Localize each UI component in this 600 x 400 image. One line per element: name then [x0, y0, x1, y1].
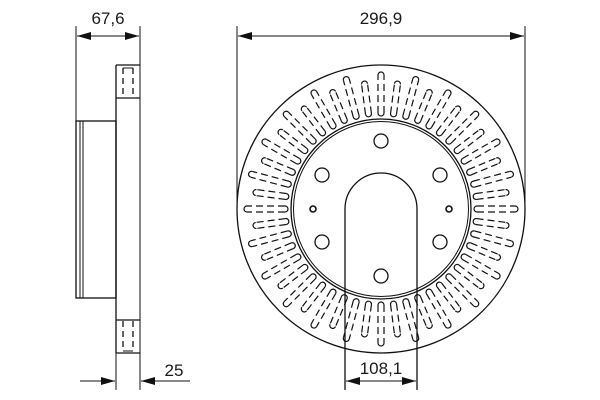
vent-slot	[329, 89, 348, 124]
vent-slot	[460, 253, 501, 280]
vent-slot	[470, 170, 515, 188]
hat-section	[75, 120, 117, 299]
locating-hole	[445, 205, 453, 213]
vent-slot	[261, 242, 296, 261]
vent-slot	[247, 170, 292, 188]
front-view: 296,9 108,1	[236, 9, 526, 390]
bore-dimension-label: 108,1	[360, 359, 403, 378]
height-dimension-label: 67,6	[91, 9, 124, 28]
vent-slot	[277, 128, 309, 155]
vent-slot	[310, 89, 337, 130]
vent-slot	[389, 300, 402, 338]
bolt-hole	[314, 234, 330, 250]
vent-slot	[243, 205, 289, 213]
side-view: 67,6 25	[75, 9, 190, 390]
vent-slot	[310, 288, 337, 329]
vent-slot	[300, 281, 327, 313]
locating-hole	[309, 205, 317, 213]
vent-slots	[243, 71, 519, 347]
vent-slot	[466, 242, 501, 261]
hat-inner-circle	[293, 121, 469, 297]
vent-slot	[445, 110, 480, 145]
vent-slot	[435, 281, 462, 313]
vent-slot	[453, 128, 485, 155]
vent-slot	[277, 263, 309, 290]
vent-slot	[402, 75, 420, 120]
vent-slot	[466, 157, 501, 176]
vent-slot	[377, 71, 385, 117]
vent-slot	[300, 105, 327, 137]
vent-slot	[252, 188, 290, 201]
vent-slot	[261, 157, 296, 176]
diameter-dimension-label: 296,9	[360, 9, 403, 28]
vent-slot	[282, 110, 317, 145]
vent-slot	[414, 89, 433, 124]
vent-slot	[472, 188, 510, 201]
vent-slot	[473, 205, 519, 213]
vent-slot	[460, 138, 501, 165]
bolt-hole	[373, 268, 389, 284]
bolt-hole	[432, 167, 448, 183]
vent-slot	[261, 138, 302, 165]
bolt-hole	[314, 167, 330, 183]
vent-slot	[435, 105, 462, 137]
vent-slot	[261, 253, 302, 280]
vent-slot	[360, 300, 373, 338]
vent-slot	[377, 301, 385, 347]
thickness-dimension-label: 25	[165, 361, 184, 380]
disc-outer-edge	[236, 64, 526, 354]
vent-slot	[342, 75, 360, 120]
vent-slot	[360, 80, 373, 118]
vent-slot	[453, 263, 485, 290]
bolt-hole	[373, 133, 389, 149]
vent-slot	[470, 230, 515, 248]
vent-slot	[389, 80, 402, 118]
vent-slot	[252, 217, 290, 230]
vent-slot	[425, 288, 452, 329]
hat-outer-circle	[290, 118, 472, 300]
bolt-hole	[432, 234, 448, 250]
vent-slot	[445, 273, 480, 308]
vent-slot	[282, 273, 317, 308]
vent-slot	[425, 89, 452, 130]
vent-slot	[247, 230, 292, 248]
vent-slot	[472, 217, 510, 230]
center-bore	[344, 172, 418, 210]
